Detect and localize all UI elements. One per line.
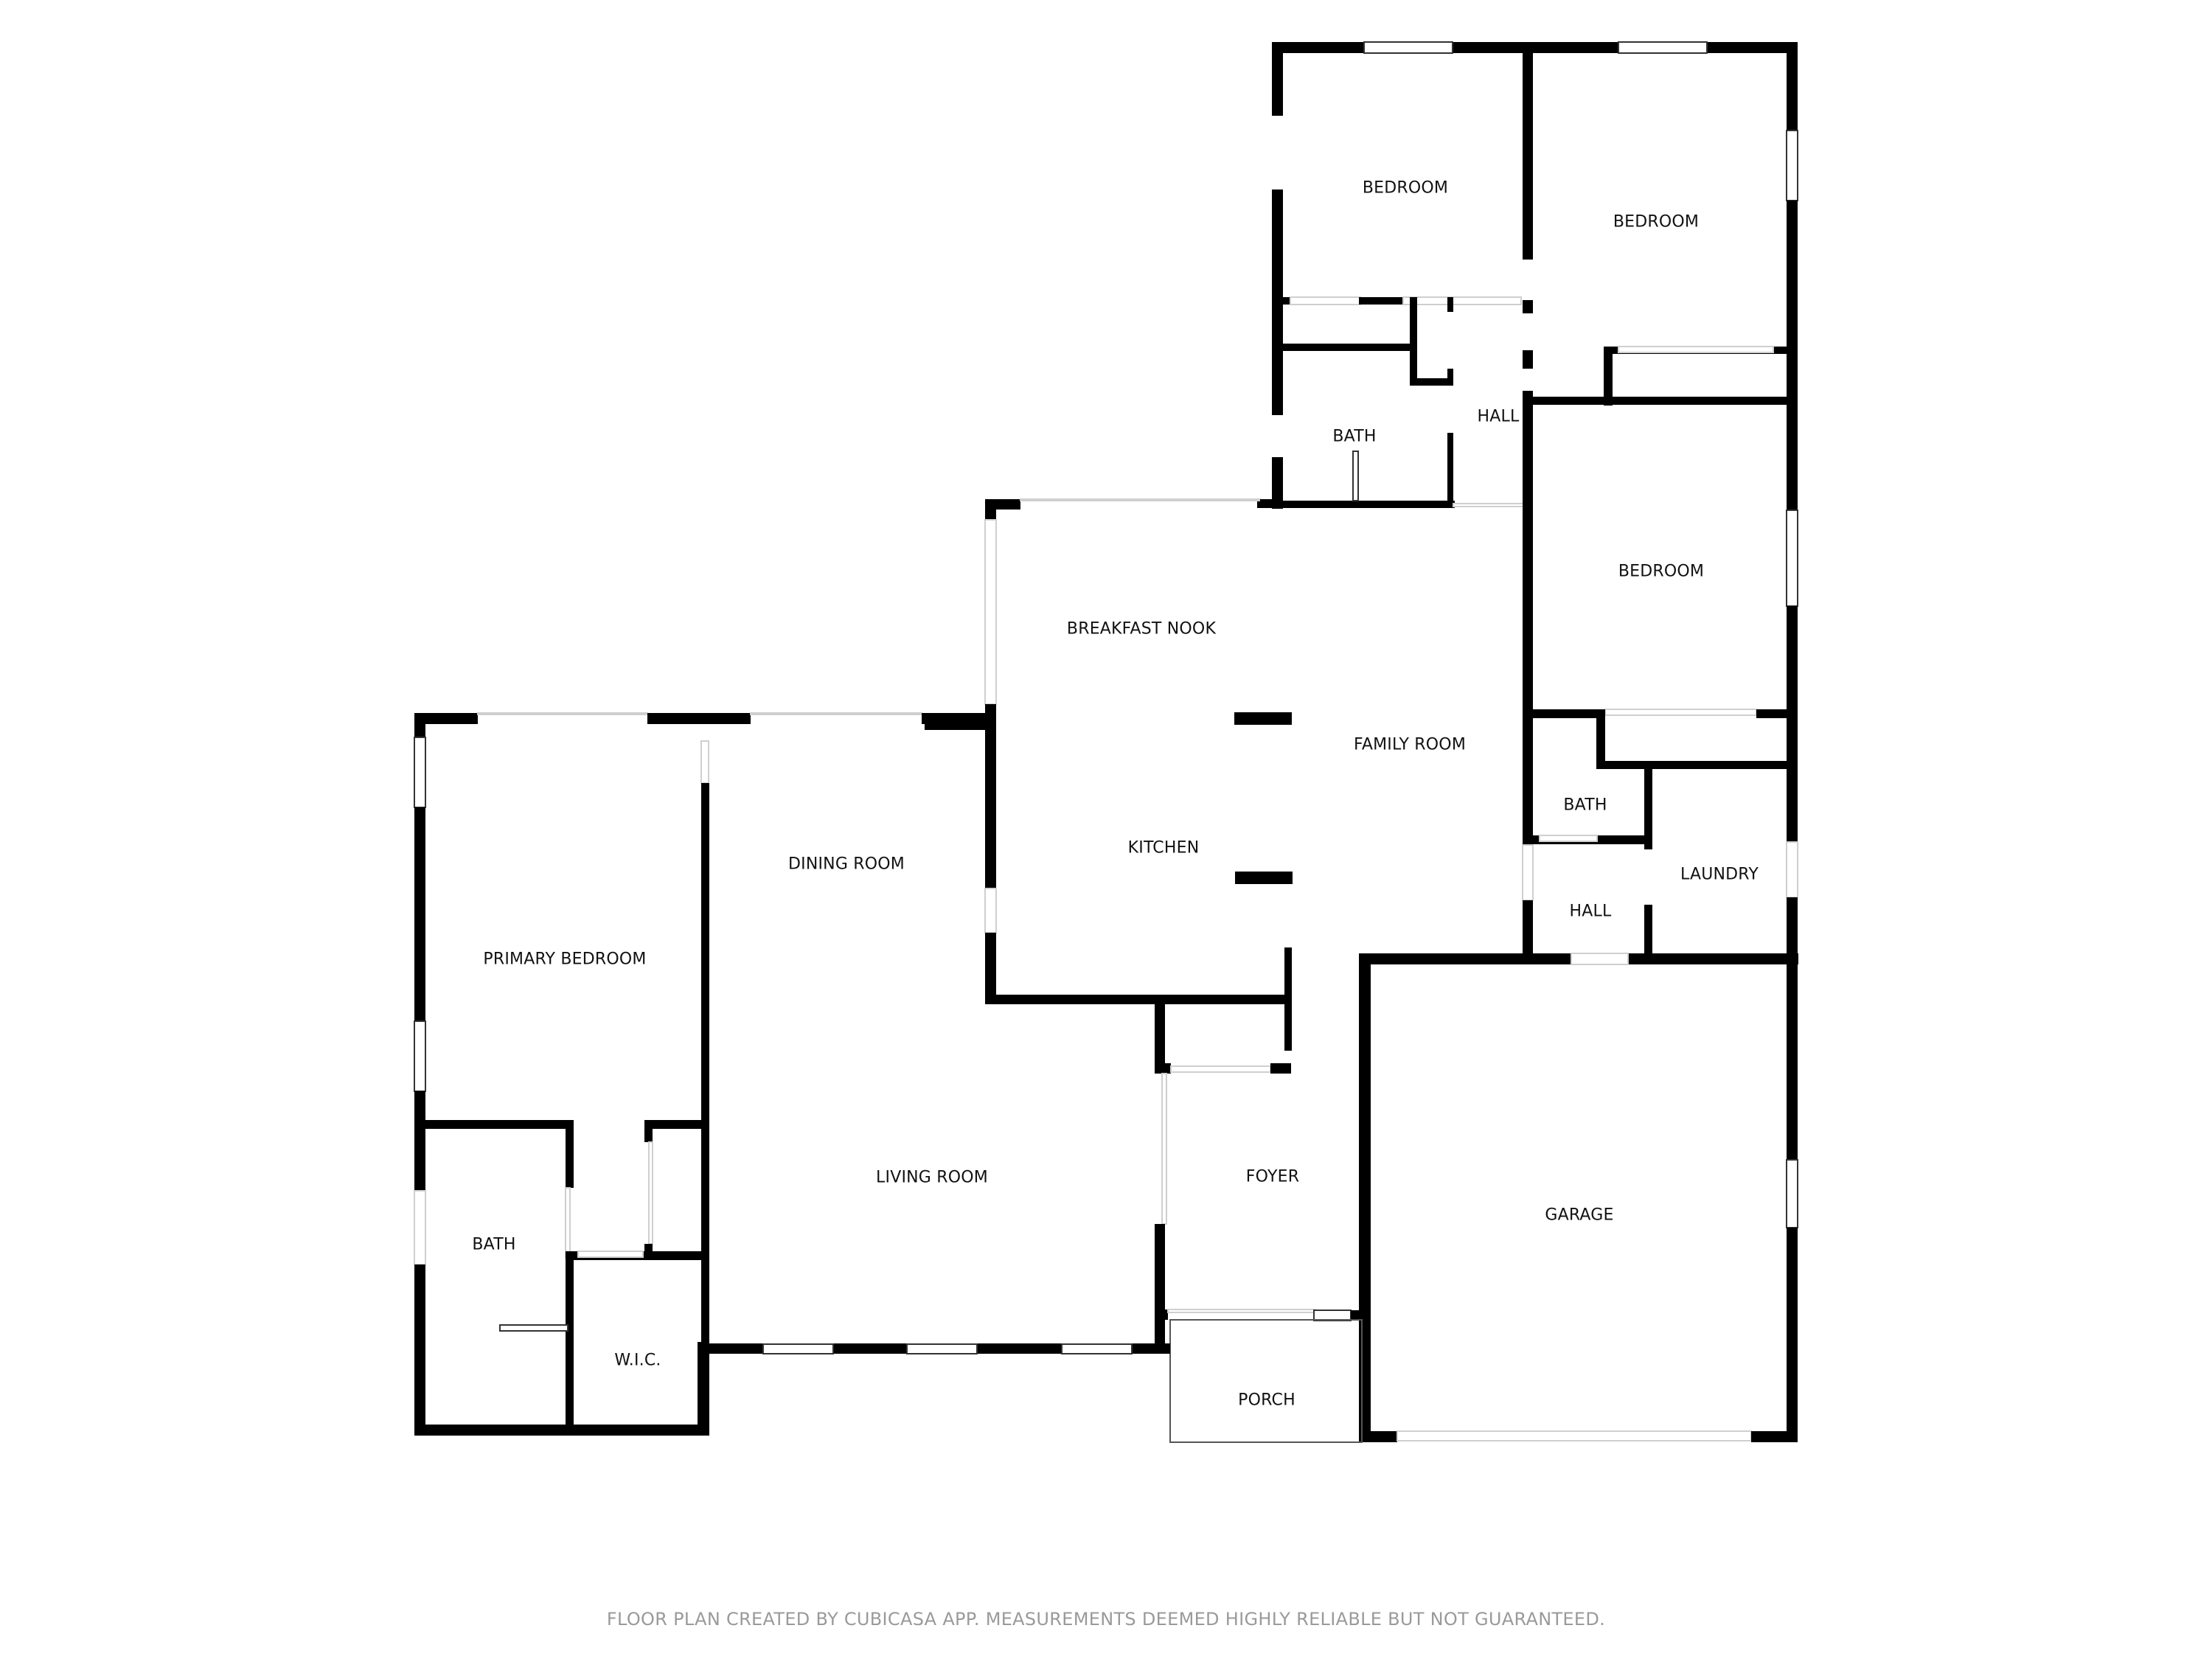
room-label-garage: GARAGE xyxy=(1545,1206,1614,1225)
room-label-bedroom: BEDROOM xyxy=(1613,212,1700,232)
room-label-bath: BATH xyxy=(472,1235,516,1254)
room-label-dining-room: DINING ROOM xyxy=(788,855,905,874)
service-walls xyxy=(1523,709,1798,965)
room-label-bedroom: BEDROOM xyxy=(1618,562,1705,581)
room-label-breakfast-nook: BREAKFAST NOOK xyxy=(1066,619,1217,639)
living-dining-walls xyxy=(700,704,1170,1436)
foyer-walls xyxy=(1155,1000,1369,1443)
room-label-bedroom: BEDROOM xyxy=(1362,178,1449,198)
room-label-laundry: LAUNDRY xyxy=(1680,865,1759,884)
room-label-kitchen: KITCHEN xyxy=(1127,838,1200,858)
room-label-hall: HALL xyxy=(1477,407,1520,426)
room-label-foyer: FOYER xyxy=(1245,1167,1300,1186)
room-label-family-room: FAMILY ROOM xyxy=(1353,735,1467,754)
primary-suite-walls xyxy=(414,712,708,1436)
room-label-bath: BATH xyxy=(1332,427,1377,446)
room-label-primary-bedroom: PRIMARY BEDROOM xyxy=(483,950,647,969)
room-label-living-room: LIVING ROOM xyxy=(876,1168,988,1187)
upper-wing-walls xyxy=(1257,41,1798,965)
room-label-wic: W.I.C. xyxy=(614,1351,661,1370)
central-walls xyxy=(925,498,1534,1051)
room-label-porch: PORCH xyxy=(1238,1391,1295,1410)
room-label-bath: BATH xyxy=(1563,796,1607,815)
footer-disclaimer: FLOOR PLAN CREATED BY CUBICASA APP. MEAS… xyxy=(606,1609,1606,1630)
room-label-hall: HALL xyxy=(1569,902,1612,921)
garage-walls xyxy=(1359,953,1798,1442)
